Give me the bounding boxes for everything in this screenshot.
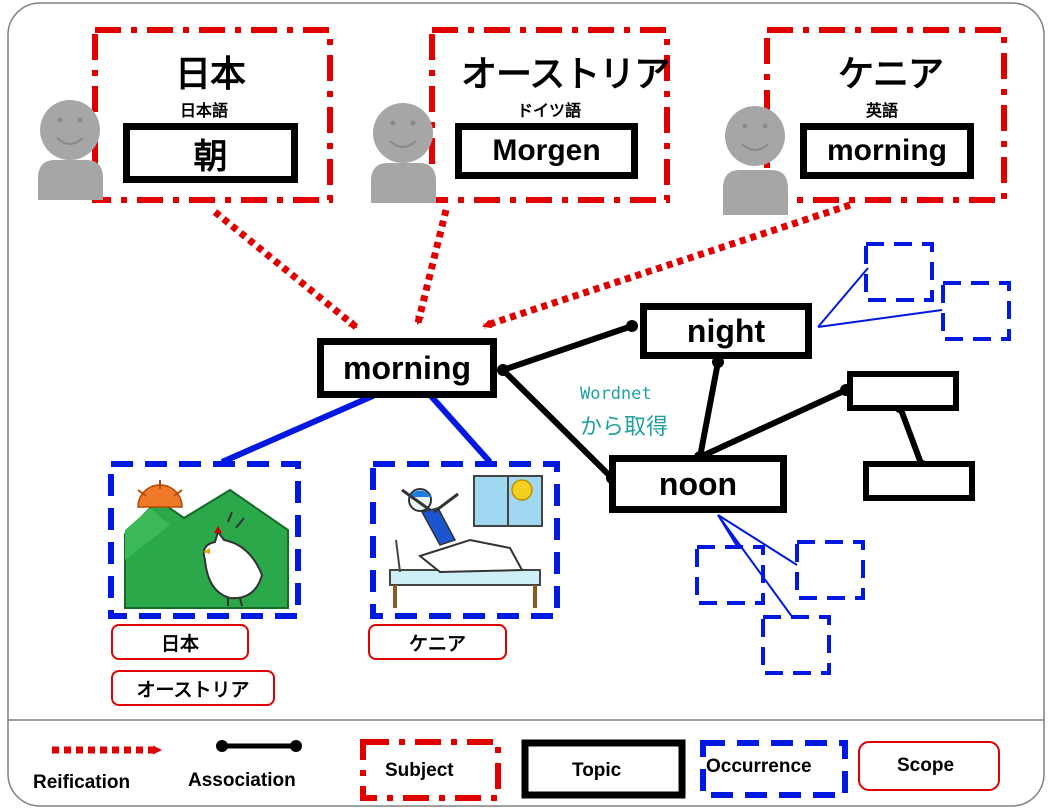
annotation-source: から取得 bbox=[580, 414, 669, 439]
occurrence-box-kenya bbox=[370, 461, 560, 619]
legend-scope-box bbox=[858, 741, 1000, 791]
association-morning-noon bbox=[500, 367, 615, 481]
person-icon bbox=[723, 106, 788, 215]
subject-country-japan: 日本 bbox=[175, 53, 246, 94]
association-night-noon bbox=[697, 361, 721, 458]
sunrise-mountain-rooster-icon bbox=[124, 474, 289, 609]
occurrence-link-kenya bbox=[427, 392, 493, 465]
annotation-wordnet: Wordnet bbox=[580, 384, 652, 404]
reification-arrow-kenya bbox=[482, 201, 852, 330]
legend-association-label: Association bbox=[188, 770, 296, 791]
subject-language-japan: 日本語 bbox=[180, 103, 229, 120]
topic-night: night bbox=[640, 303, 812, 359]
association-noon-box bbox=[698, 387, 848, 460]
legend-topic-label: Topic bbox=[572, 760, 622, 781]
legend-topic-box bbox=[521, 739, 686, 799]
subject-term-japan: 朝 bbox=[123, 123, 298, 183]
scope-kenya: ケニア bbox=[368, 624, 507, 660]
occurrence-box-small bbox=[795, 540, 865, 600]
subject-country-austria: オーストリア bbox=[461, 53, 670, 94]
reification-arrow-austria bbox=[414, 209, 450, 325]
legend-occurrence-label: Occurrence bbox=[706, 756, 812, 777]
occurrence-box-small bbox=[761, 615, 831, 675]
association-morning-night bbox=[502, 323, 633, 373]
subject-country-kenya: ケニア bbox=[838, 53, 944, 94]
subject-language-austria: ドイツ語 bbox=[517, 103, 582, 120]
person-icon bbox=[371, 103, 436, 203]
waking-up-in-bed-icon bbox=[388, 474, 543, 608]
subject-term-austria: Morgen bbox=[455, 123, 638, 179]
topic-box-blank bbox=[863, 461, 975, 501]
legend-subject-box bbox=[360, 739, 501, 801]
subject-box-austria bbox=[429, 27, 670, 203]
occurrence-box-small bbox=[695, 545, 765, 605]
person-icon bbox=[38, 100, 103, 200]
scope-japan: 日本 bbox=[111, 624, 249, 660]
subject-term-kenya: morning bbox=[800, 123, 974, 179]
legend-occurrence-box bbox=[700, 740, 848, 798]
subject-box-japan bbox=[92, 27, 333, 203]
association-box-box bbox=[897, 405, 925, 468]
subject-language-kenya: 英語 bbox=[866, 103, 899, 120]
legend-scope-label: Scope bbox=[897, 755, 955, 776]
topic-box-blank bbox=[847, 371, 959, 411]
reification-arrow-japan bbox=[212, 209, 359, 330]
topic-morning: morning bbox=[317, 338, 497, 398]
topic-noon: noon bbox=[609, 455, 787, 513]
legend-reification-label: Reification bbox=[33, 772, 131, 793]
occurrence-box-small bbox=[864, 242, 934, 302]
occurrence-box-small bbox=[941, 281, 1011, 341]
scope-austria: オーストリア bbox=[111, 670, 275, 706]
legend-subject-label: Subject bbox=[385, 760, 454, 781]
occurrence-link-japan bbox=[220, 392, 377, 465]
